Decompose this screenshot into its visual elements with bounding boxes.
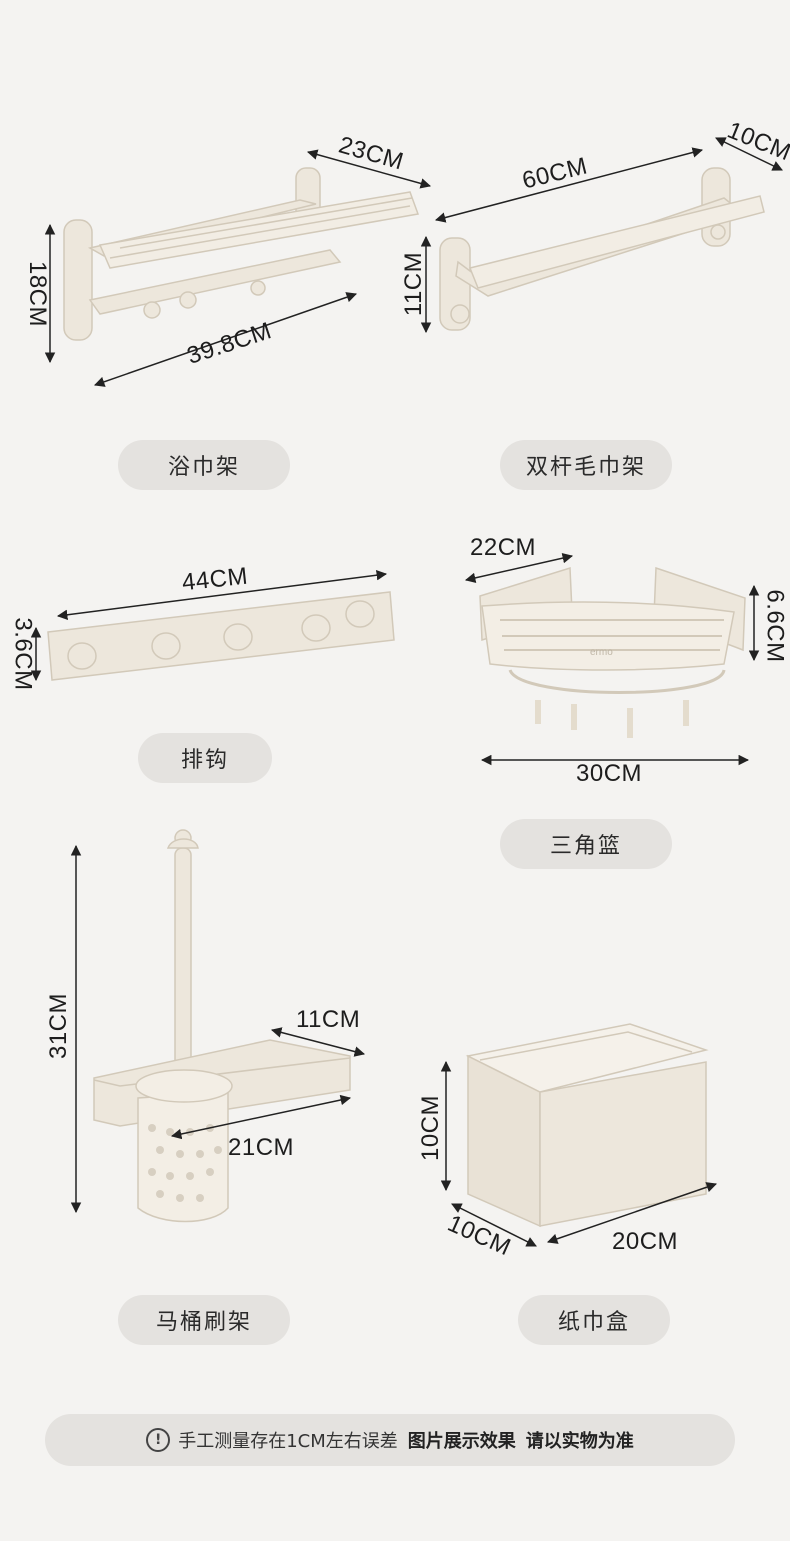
exclamation-circle-icon: ! [146,1428,171,1452]
hook-rail-image [47,591,395,681]
dim-label: 11CM [400,251,428,317]
dim-label: 21CM [228,1134,295,1161]
towel-rack-image [63,167,420,341]
dim-label: 3.6CM [9,617,37,691]
measurement-notice: ! 手工测量存在1CM左右误差 图片展示效果 请以实物为准 [45,1414,735,1466]
dim-line [547,1182,717,1244]
dim-label: 22CM [470,534,537,561]
product-name-label: 双杆毛巾架 [500,440,672,490]
product-name-label: 排钩 [138,733,272,783]
brand-logo: ermo [590,647,613,658]
dim-line [306,149,432,189]
dim-line [94,292,357,387]
product-name-label: 纸巾盒 [518,1295,670,1345]
product-name-label: 马桶刷架 [118,1295,290,1345]
dim-line [270,1027,366,1057]
dim-label: 20CM [612,1228,679,1255]
notice-text: 手工测量存在1CM左右误差 [178,1431,398,1452]
corner-basket-image: ermo [479,566,746,738]
product-name-label: 浴巾架 [118,440,290,490]
towel-bar-image [439,167,765,331]
tissue-box-image [465,1023,709,1228]
dim-label: 11CM [296,1006,361,1033]
dim-line [464,552,574,584]
dim-line [451,1203,537,1247]
dim-label: 10CM [417,1094,445,1162]
dim-line [715,137,783,171]
toilet-brush-holder-image [93,829,351,1223]
dim-label: 30CM [576,760,643,787]
dim-line [170,1094,352,1140]
dim-label: 18CM [24,260,52,328]
dim-line [434,147,704,223]
notice-bold-1: 图片展示效果 [407,1431,516,1452]
dim-label: 6.6CM [761,589,789,663]
notice-bold-2: 请以实物为准 [525,1431,634,1452]
dim-line [56,569,388,621]
product-name-label: 三角篮 [500,819,672,869]
dim-label: 31CM [45,992,73,1060]
